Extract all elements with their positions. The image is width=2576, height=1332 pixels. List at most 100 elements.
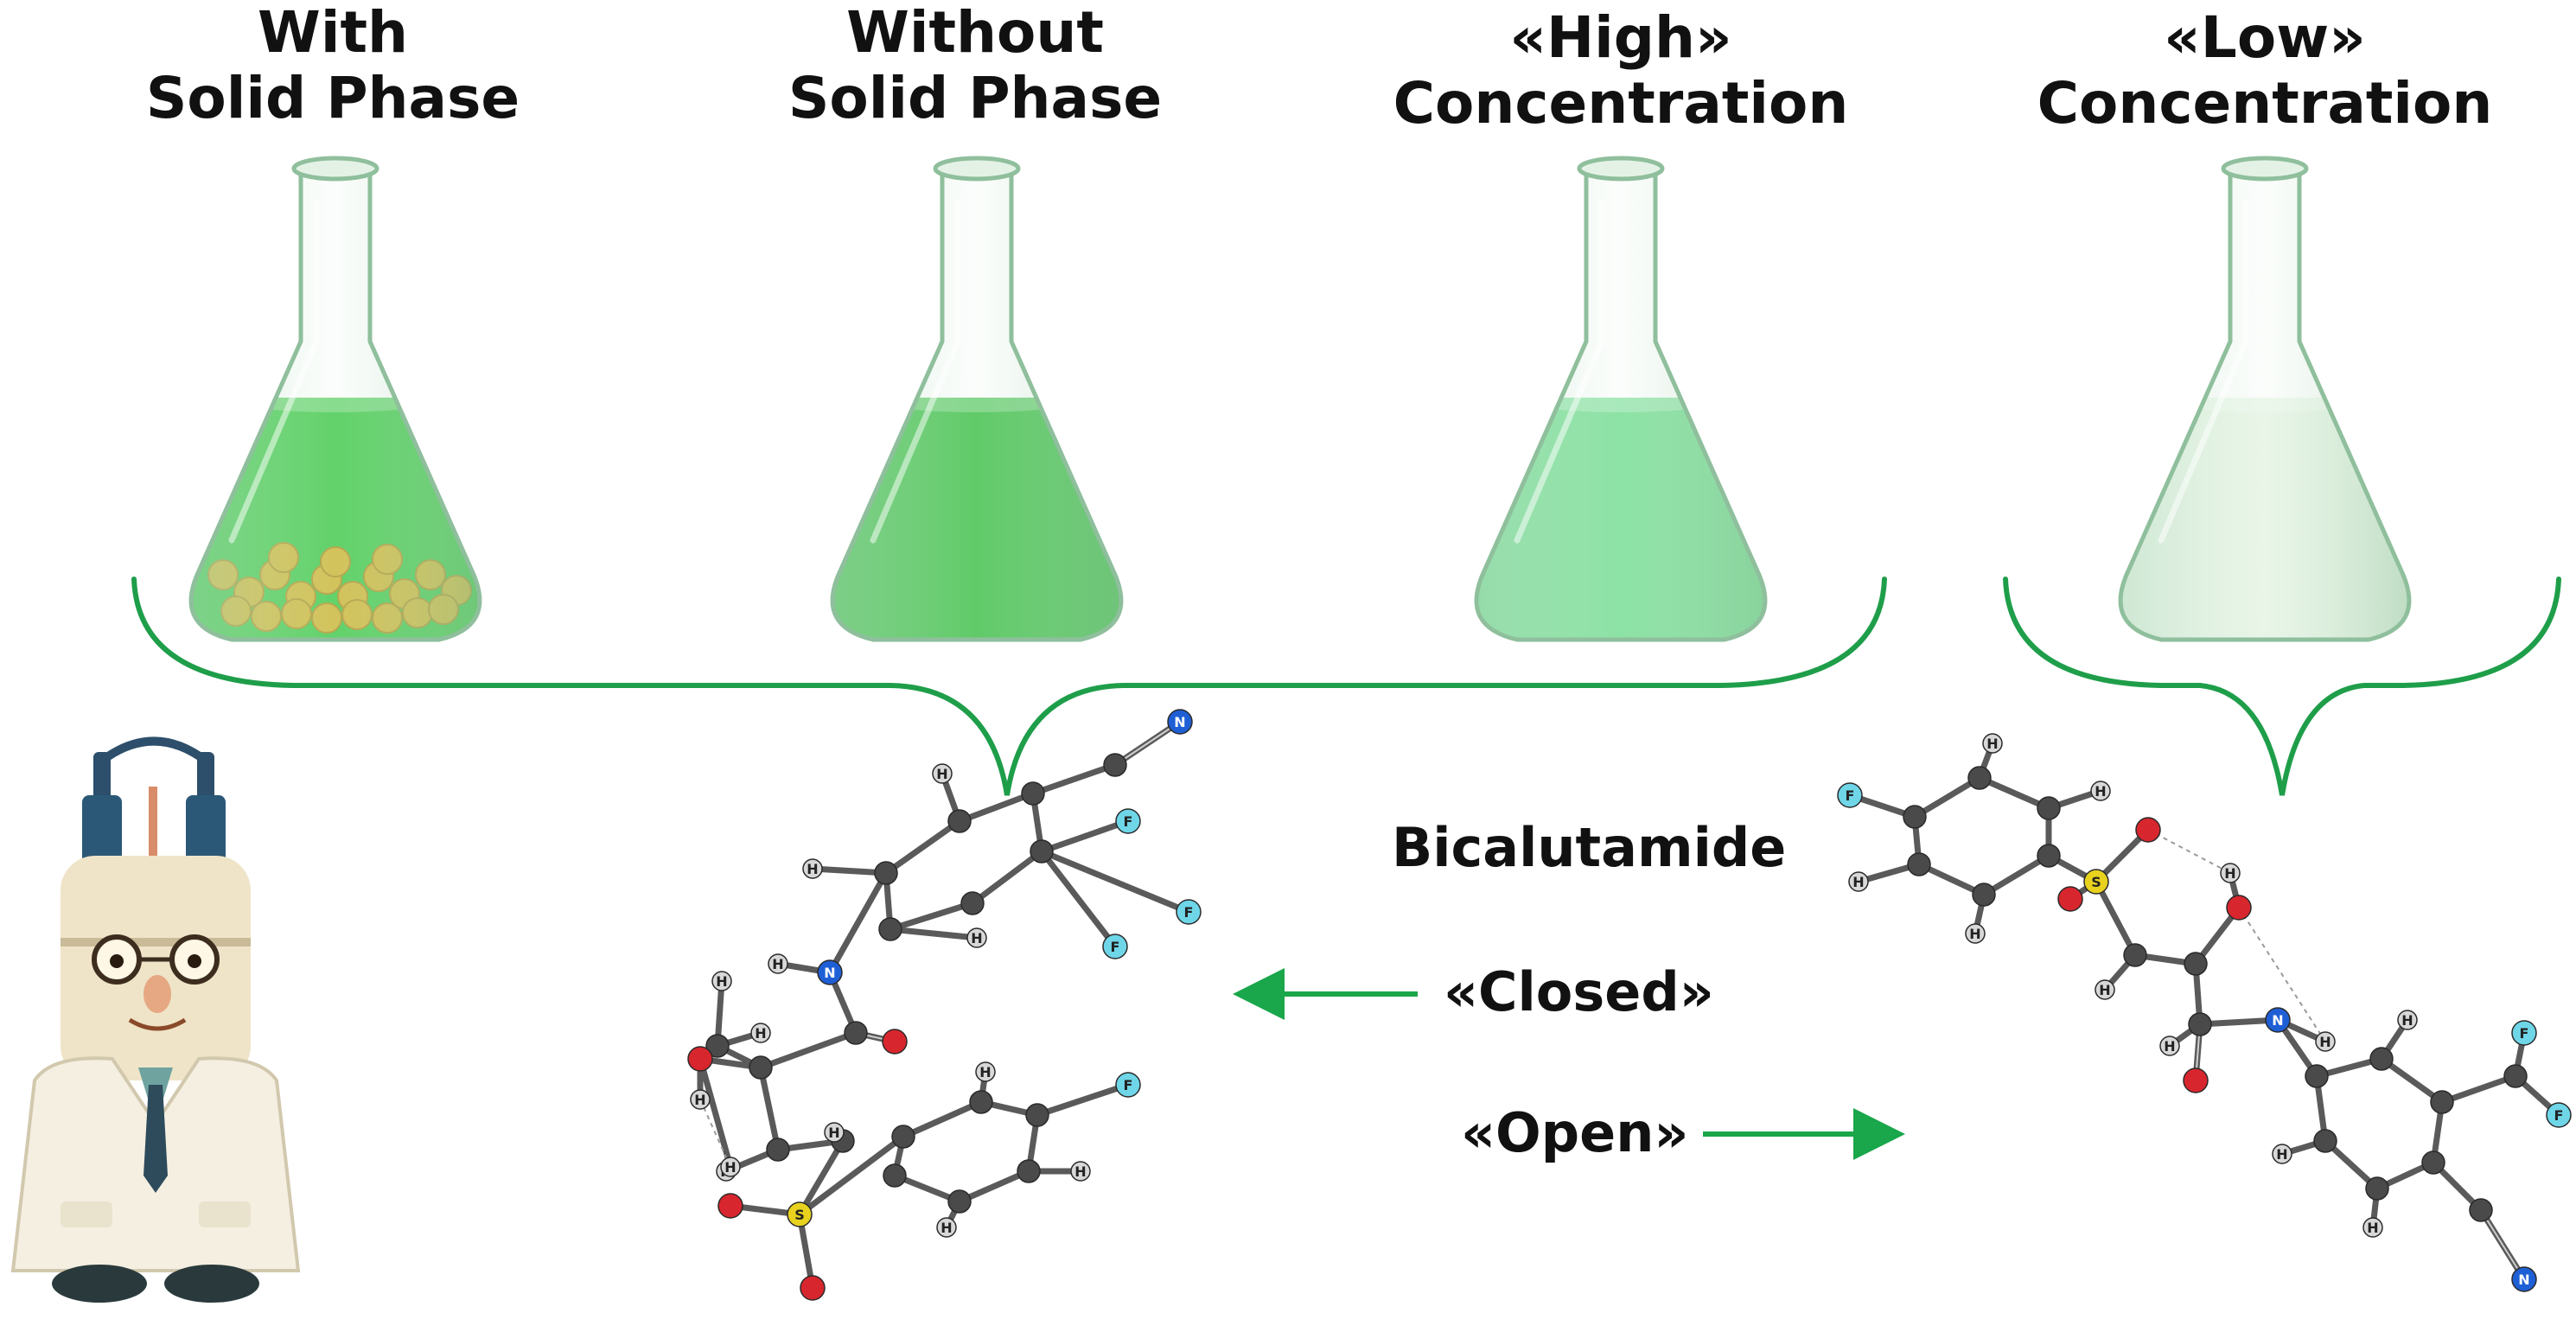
atom-n: [2511, 1266, 2537, 1292]
bracket-left-group: [131, 577, 1887, 796]
open-conformation-label: «Open»: [1461, 1101, 1689, 1164]
flask-title-line2: Concentration: [2037, 69, 2493, 137]
atom-c: [2037, 844, 2061, 868]
atom-c: [2305, 1064, 2329, 1088]
bond: [757, 1029, 859, 1071]
atom-h: [750, 1023, 771, 1043]
atom-label: H: [2095, 783, 2106, 800]
atom-label: H: [694, 1092, 705, 1108]
atom-label: H: [724, 1159, 736, 1176]
atom-c: [2469, 1198, 2493, 1222]
flask-rim: [1577, 156, 1665, 182]
bond: [887, 900, 976, 933]
atom-f: [2546, 1102, 2572, 1128]
atom-o: [687, 1046, 713, 1072]
atom-label: H: [2099, 982, 2110, 998]
atom-label: H: [1969, 926, 1980, 942]
flask-without-solid-phase: [830, 156, 1124, 642]
molecule-closed: NFFFHHHNHHHHHHHFHHSH: [687, 709, 1202, 1301]
bond-highlight: [1114, 721, 1181, 766]
flask-title-line1: With: [258, 0, 408, 66]
atom-label: N: [2518, 1271, 2529, 1288]
atom-c: [874, 861, 898, 885]
atom-f: [1837, 782, 1863, 808]
atom-h: [1848, 871, 1869, 892]
bond: [1980, 852, 2052, 898]
atom-c: [705, 1034, 730, 1058]
atom-label: F: [1124, 1077, 1133, 1093]
atom-h: [2362, 1217, 2383, 1238]
hydrogen-bond: [699, 1099, 731, 1168]
bond: [2378, 1055, 2445, 1106]
flask-rim: [291, 156, 379, 182]
atom-f: [1115, 808, 1141, 834]
atom-s: [787, 1201, 813, 1227]
flask-rim: [933, 156, 1021, 182]
flask-highlight: [2158, 200, 2249, 544]
atom-label: F: [1124, 813, 1133, 830]
atom-label: H: [2164, 1038, 2175, 1055]
atom-label: H: [2224, 865, 2235, 882]
atom-n: [1167, 709, 1193, 735]
atom-label: H: [2367, 1220, 2378, 1236]
atom-c: [891, 1125, 915, 1149]
atom-c: [1025, 1103, 1049, 1127]
hydrogen-bond: [2147, 829, 2231, 874]
atom-label: F: [1184, 904, 1194, 921]
flask-title-line2: Solid Phase: [787, 64, 1163, 131]
atom-h: [966, 927, 987, 948]
flask-glass: [188, 166, 482, 642]
atom-h: [2272, 1144, 2292, 1164]
bond: [1038, 848, 1119, 950]
atom-c: [1103, 753, 1127, 777]
atom-o: [717, 1193, 743, 1219]
bond: [1038, 848, 1192, 915]
flask-glass: [2118, 166, 2412, 642]
bond: [969, 848, 1045, 907]
atom-h: [975, 1061, 996, 1082]
flask-title-high-concentration: «High» Concentration: [1379, 5, 1863, 137]
atom-h: [2159, 1036, 2180, 1056]
atom-h: [1070, 1161, 1091, 1182]
bond: [1911, 774, 1983, 820]
atom-h: [2397, 1010, 2418, 1030]
atom-c: [2037, 796, 2061, 820]
atom-n: [2265, 1007, 2291, 1033]
atom-h: [936, 1217, 957, 1238]
atom-c: [749, 1055, 773, 1080]
atom-c: [1021, 781, 1045, 806]
atom-label: N: [2272, 1012, 2283, 1029]
atom-label: H: [1852, 874, 1864, 890]
atom-label: F: [2520, 1025, 2529, 1042]
atom-label: H: [772, 956, 783, 972]
atom-s: [2083, 869, 2109, 895]
bond: [2197, 1017, 2281, 1028]
flask-highlight: [870, 200, 961, 544]
flask-title-low-concentration: «Low» Concentration: [2023, 5, 2507, 137]
atom-c: [2123, 943, 2147, 967]
bond: [887, 926, 980, 941]
bond: [796, 1133, 907, 1218]
bracket-right-group: [2003, 577, 2561, 796]
bond: [796, 1138, 846, 1218]
atom-c: [2421, 1150, 2445, 1175]
bond: [2093, 878, 2139, 959]
atom-h: [2315, 1031, 2336, 1052]
atom-c: [883, 1163, 907, 1188]
flask-highlight: [1514, 200, 1605, 544]
flask-title-with-solid-phase: With Solid Phase: [91, 0, 575, 131]
atom-h: [2090, 781, 2111, 801]
atom-h: [2095, 979, 2115, 1000]
atom-h: [1982, 733, 2003, 754]
atom-label: H: [940, 1220, 952, 1236]
bond: [757, 1064, 781, 1153]
atom-label: F: [1111, 939, 1120, 955]
bond: [883, 818, 963, 876]
atom-o: [2057, 886, 2083, 912]
atom-c: [2184, 952, 2208, 976]
atom-c: [2503, 1064, 2528, 1088]
flask-title-line1: «Low»: [2164, 4, 2366, 71]
